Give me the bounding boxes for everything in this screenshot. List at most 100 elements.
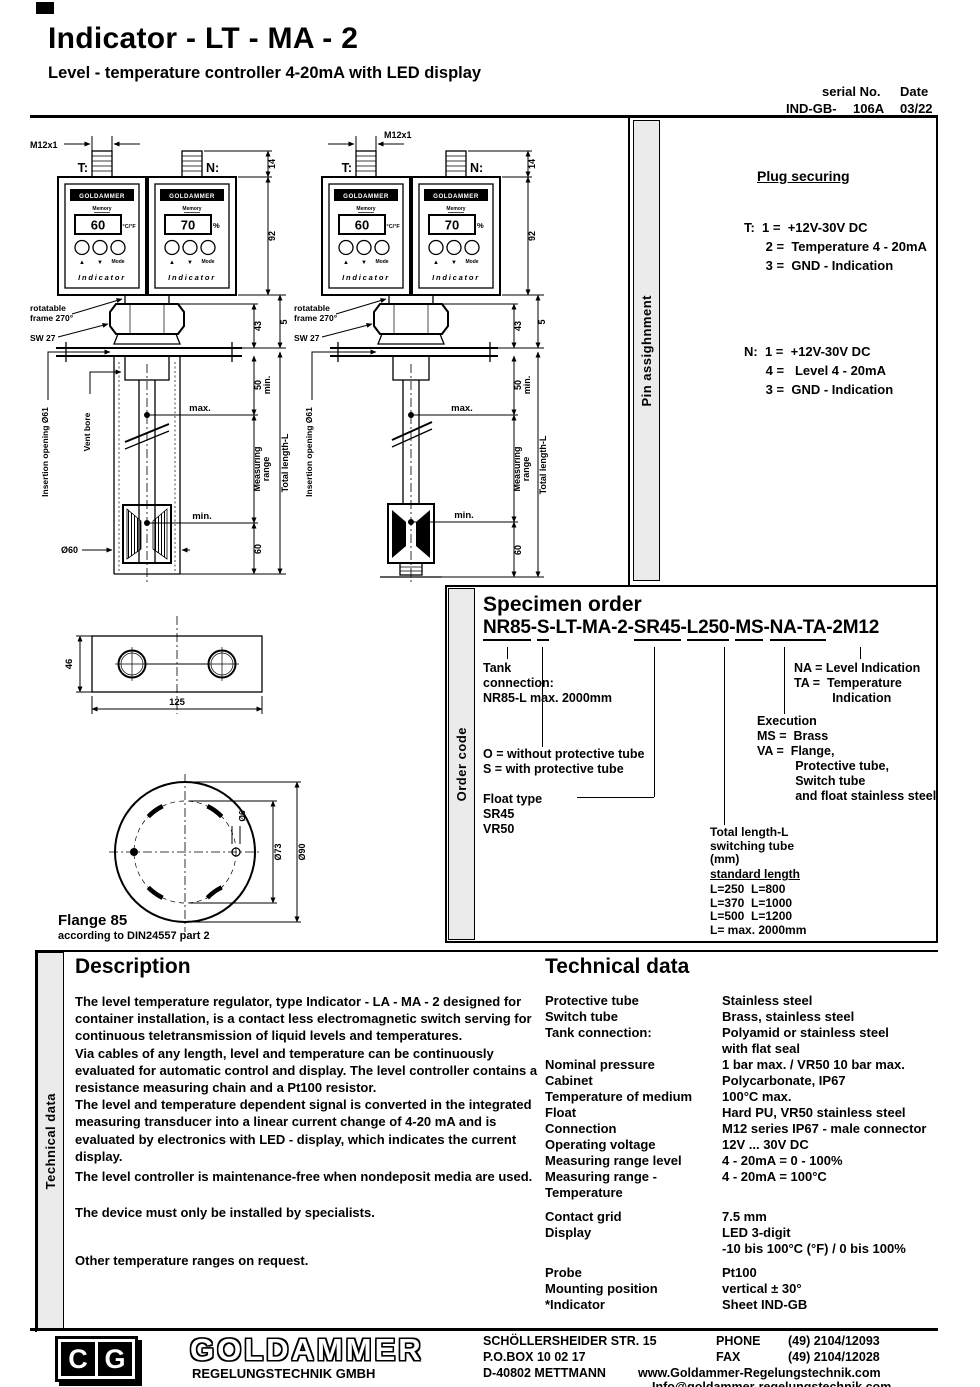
- down-button: [92, 239, 108, 256]
- svg-text:60: 60: [513, 545, 523, 555]
- protective-tube: [113, 356, 181, 575]
- code-connector-line: [784, 647, 785, 714]
- indicator-label: Indicator: [168, 273, 216, 282]
- mode-button: [200, 239, 216, 256]
- description-paragraph-4: Other temperature ranges on request.: [75, 1253, 309, 1268]
- indicator-head-temperature: GOLDAMMER Memory 60 °C/°F ▲ ▼ Mode Indic…: [57, 176, 147, 296]
- svg-text:SW 27: SW 27: [30, 333, 56, 343]
- mode-button: [110, 239, 126, 256]
- footer-top-rule: [30, 1328, 938, 1331]
- pin-assignment-side-label: Pin assighnment: [639, 294, 654, 407]
- svg-text:Ø6: Ø6: [237, 810, 247, 822]
- code-connector-line: [860, 647, 861, 659]
- section-left-border: [35, 950, 37, 1332]
- svg-text:60: 60: [355, 218, 369, 233]
- order-code-side-label: Order code: [454, 726, 469, 802]
- svg-text:Insertion opening Ø61: Insertion opening Ø61: [40, 407, 50, 497]
- svg-text:Indicator: Indicator: [432, 273, 480, 282]
- svg-text:°C/°F: °C/°F: [387, 224, 401, 230]
- bolt-hole: [115, 647, 149, 681]
- insertion-opening-callout: Insertion opening Ø61: [40, 349, 111, 497]
- protective-tube-note: O = without protective tube S = with pro…: [483, 747, 645, 776]
- t-connector-label: T:: [342, 161, 352, 175]
- phone-number: (49) 2104/12093: [788, 1334, 880, 1348]
- svg-text:Total length-L: Total length-L: [538, 435, 548, 494]
- dimension-lines: [76, 635, 263, 714]
- svg-text:range: range: [521, 457, 531, 482]
- temp-display-value: 60: [91, 218, 105, 233]
- dim-43: 43: [253, 321, 263, 331]
- description-heading: Description: [75, 955, 191, 978]
- plug-pinout-temperature: T: 1 = +12V-30V DC 2 = Temperature 4 - 2…: [744, 220, 927, 273]
- rotatable-frame: [388, 294, 434, 305]
- up-button: [164, 239, 180, 256]
- max-level-marker: max.: [408, 403, 518, 418]
- probe-drawing-without-protective-tube: M12x1 T: N: GOLDAMMER Memory 60 °C/°F: [294, 130, 548, 584]
- svg-text:50: 50: [513, 380, 523, 390]
- order-code-side-strip: Order code: [448, 588, 475, 940]
- svg-text:▲: ▲: [343, 260, 349, 266]
- code-connector-line: [724, 647, 725, 825]
- float-type-note: Float type SR45 VR50: [483, 792, 543, 836]
- page-title: Indicator - LT - MA - 2: [48, 22, 359, 55]
- svg-text:Mode: Mode: [375, 259, 388, 265]
- dimension-lines: [185, 781, 301, 923]
- rotatable-frame: [124, 294, 170, 305]
- min-level-marker: min.: [144, 511, 258, 526]
- t-connector-label: T:: [78, 161, 88, 175]
- dim-92: 92: [267, 231, 277, 241]
- rotatable-frame-callout: rotatable frame 270°: [294, 298, 387, 323]
- specimen-order-heading: Specimen order: [483, 593, 642, 616]
- fax-number: (49) 2104/12028: [788, 1350, 880, 1364]
- down-icon: ▼: [187, 260, 193, 266]
- svg-text:70: 70: [445, 218, 459, 233]
- serial-no-label: serial No.: [822, 84, 881, 99]
- svg-text:%: %: [477, 221, 484, 230]
- flange-name: Flange 85: [58, 912, 128, 929]
- indicator-head-level: GOLDAMMER Memory 70 % ▲ ▼ Mode Indicator: [411, 176, 501, 296]
- plug-pinout-level: N: 1 = +12V-30V DC 4 = Level 4 - 20mA 3 …: [744, 344, 894, 397]
- address-line-2: P.O.BOX 10 02 17: [483, 1350, 586, 1364]
- down-icon: ▼: [97, 260, 103, 266]
- min-label: min.: [192, 511, 212, 522]
- flange-standard: according to DIN24557 part 2: [58, 930, 210, 942]
- svg-text:SW 27: SW 27: [294, 333, 320, 343]
- address-line-3: D-40802 METTMANN: [483, 1366, 606, 1380]
- total-length-note: Total length-L switching tube (mm): [710, 825, 794, 866]
- serial-prefix: IND-GB-: [786, 101, 837, 116]
- mode-label: Mode: [201, 259, 214, 265]
- company-name: GOLDAMMER: [190, 1332, 424, 1367]
- break-marks: [391, 421, 433, 448]
- spec-row: Tank connection:Polyamid or stainless st…: [545, 1025, 889, 1056]
- serial-value: 106A: [853, 101, 885, 116]
- svg-text:▼: ▼: [361, 260, 367, 266]
- mode-label: Mode: [111, 259, 124, 265]
- description-paragraph-1: The level temperature regulator, type In…: [75, 994, 538, 1164]
- level-display-value: 70: [181, 218, 195, 233]
- svg-text:GOLDAMMER: GOLDAMMER: [433, 193, 479, 200]
- dimension-lines: [436, 150, 544, 578]
- svg-text:Indicator: Indicator: [342, 273, 390, 282]
- standard-length-label: standard length: [710, 867, 801, 881]
- svg-text:▼: ▼: [451, 260, 457, 266]
- flange-boss: [392, 355, 430, 381]
- n-connector-label: N:: [470, 161, 483, 175]
- fax-label: FAX: [716, 1350, 741, 1364]
- description-paragraph-2: The level controller is maintenance-free…: [75, 1169, 533, 1184]
- pin-assignment-side-strip: Pin assighnment: [633, 120, 660, 581]
- d6-dimension: Ø6: [231, 810, 247, 844]
- level-display-unit: %: [213, 221, 220, 230]
- up-icon: ▲: [169, 260, 175, 266]
- indicator-head-temperature: GOLDAMMER Memory 60 °C/°F ▲ ▼ Mode Indic…: [321, 176, 411, 296]
- technical-data-side-strip: Technical data: [37, 952, 64, 1330]
- mounting-thread-t: [91, 150, 113, 178]
- mounting-thread-t: [355, 150, 377, 178]
